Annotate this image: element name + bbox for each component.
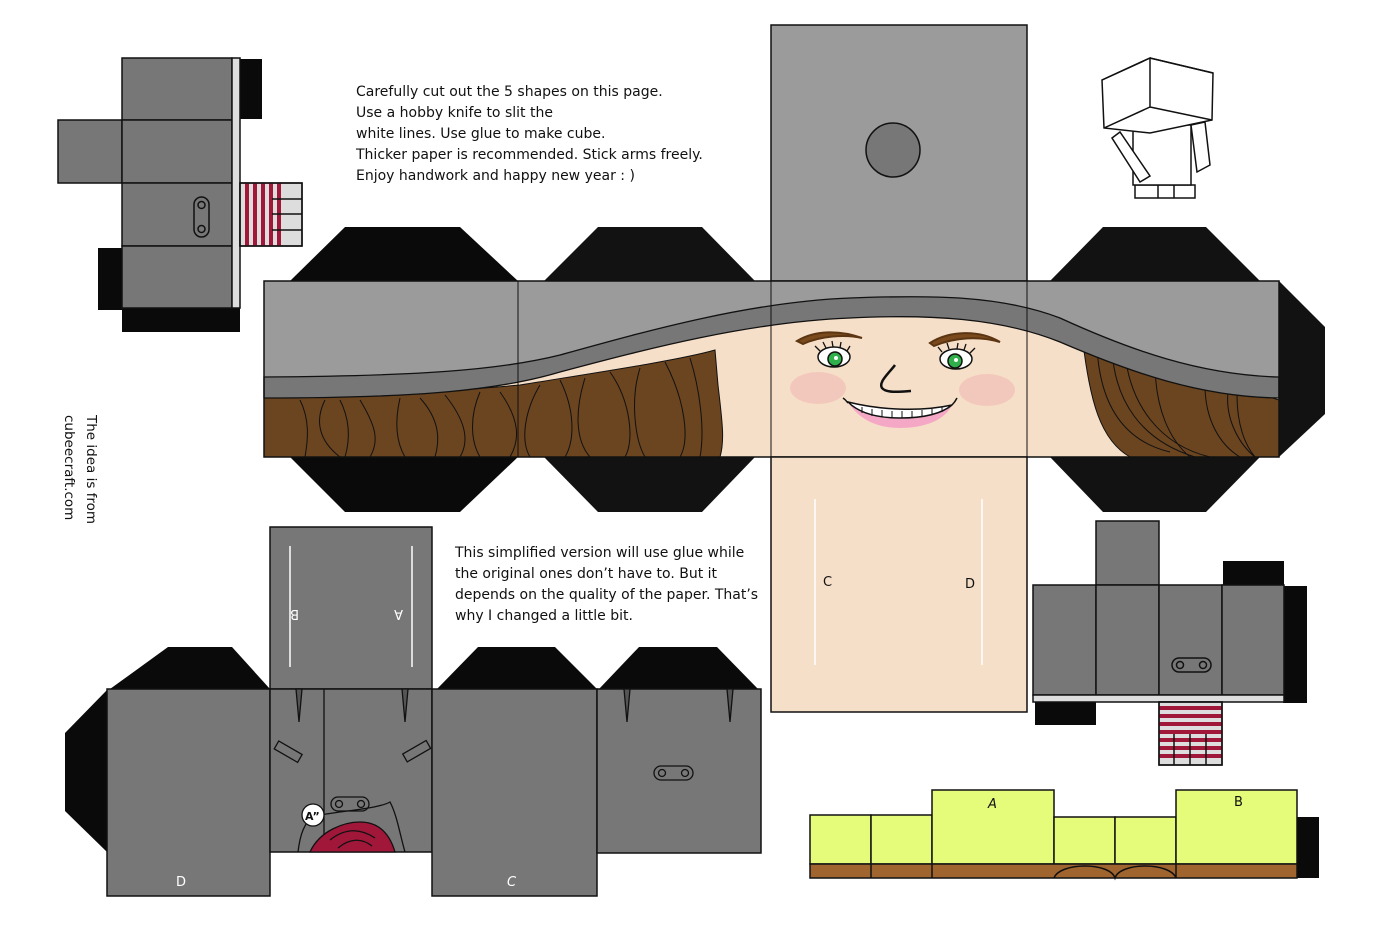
instruction-line: Enjoy handwork and happy new year : ) <box>356 168 635 184</box>
glue-tab <box>1279 281 1325 457</box>
button-icon <box>1171 657 1212 673</box>
note-line: the original ones don’t have to. But it <box>455 566 718 582</box>
glue-tab <box>599 647 758 689</box>
glue-tab <box>1050 457 1260 512</box>
glue-tab <box>544 227 755 281</box>
note-line: why I changed a little bit. <box>455 608 633 624</box>
instruction-line: Thicker paper is recommended. Stick arms… <box>356 147 703 163</box>
blush-right <box>959 374 1015 406</box>
blush-left <box>790 372 846 404</box>
right-arm-template <box>1032 520 1307 766</box>
assembled-preview-icon <box>1101 56 1214 199</box>
glue-tab <box>1050 227 1260 281</box>
striped-cuff <box>239 182 303 247</box>
glue-tab <box>122 307 240 332</box>
base-template: A B <box>809 789 1319 881</box>
soil-strip <box>809 863 1298 879</box>
pocket-icon <box>273 740 304 764</box>
credit-line-1: The idea is from <box>83 415 99 525</box>
glue-tab <box>1223 561 1284 585</box>
note-line: This simplified version will use glue wh… <box>455 545 745 561</box>
glue-tab <box>1297 817 1319 878</box>
note-line: depends on the quality of the paper. Tha… <box>455 587 759 603</box>
instruction-line: Use a hobby knife to slit the <box>356 105 553 121</box>
body-side-c <box>431 688 598 897</box>
neck-label-left: C <box>823 575 832 590</box>
striped-cuff <box>1158 701 1223 766</box>
nose <box>879 364 912 394</box>
glue-tab <box>437 647 597 689</box>
pocket-icon <box>401 739 432 763</box>
body-top <box>269 526 433 690</box>
instruction-line: white lines. Use glue to make cube. <box>356 126 606 142</box>
glue-tab <box>1283 586 1307 703</box>
slit-label-b: B <box>290 606 299 621</box>
neck-label-right: D <box>965 577 975 592</box>
body-side-d <box>106 688 271 897</box>
button-icon <box>653 765 694 781</box>
neck-panel <box>770 456 1028 713</box>
eyebrow-right <box>928 332 1001 348</box>
glue-tab <box>110 647 270 689</box>
instruction-line: Carefully cut out the 5 shapes on this p… <box>356 84 663 100</box>
glue-tab <box>1035 702 1096 725</box>
eyelashes <box>814 340 976 354</box>
badge-icon: A” <box>301 803 325 827</box>
scarf <box>308 821 396 853</box>
face-label-c: C <box>507 875 517 890</box>
face-label-d: D <box>176 875 186 890</box>
glue-tab <box>544 457 755 512</box>
base-label-b: B <box>1234 795 1243 810</box>
button-icon <box>193 196 210 238</box>
eyebrow-left <box>794 331 863 346</box>
credit-line-2: cubeecraft.com <box>61 415 77 521</box>
button-icon <box>330 796 370 812</box>
head-template: C D <box>263 24 1325 713</box>
instructions-text: Carefully cut out the 5 shapes on this p… <box>356 82 703 187</box>
glue-tab <box>65 690 107 852</box>
face <box>790 331 1015 428</box>
glue-tab <box>290 227 518 281</box>
glue-tab <box>290 457 518 512</box>
credit-text: The idea is from cubeecraft.com <box>52 415 102 530</box>
glue-tab <box>98 248 122 310</box>
base-label-a: A <box>987 797 997 812</box>
body-back <box>596 688 762 854</box>
svg-text:A”: A” <box>305 810 320 823</box>
hat-hole <box>865 122 921 178</box>
simplified-note: This simplified version will use glue wh… <box>455 543 758 627</box>
slit-label-a: A <box>394 606 403 621</box>
body-template: B A A” D C <box>65 526 762 897</box>
left-arm-template <box>57 57 303 332</box>
